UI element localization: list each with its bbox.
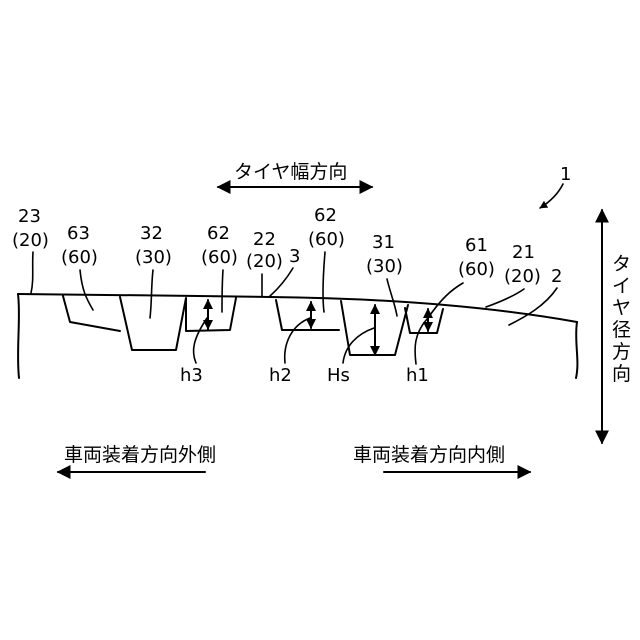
label-32: 32 [140,223,163,244]
label-63-ref: (60) [61,247,98,268]
svg-text:イ: イ [612,275,631,297]
label-23-ref: (20) [12,230,49,251]
chamfer-61 [405,308,443,333]
svg-text:タ: タ [612,253,631,275]
figure-pointer-arrow [540,184,563,208]
svg-text:方: 方 [612,341,631,363]
label-63: 63 [67,223,90,244]
chamfer-62-outer [186,298,236,331]
leader-21 [486,289,524,307]
tread-right-break-line [576,322,577,378]
label-23: 23 [18,206,41,227]
leader-63 [80,270,93,310]
label-62-inner: 62 [314,205,337,226]
svg-text:ヤ: ヤ [612,297,631,319]
label-32-ref: (30) [135,247,172,268]
label-31-ref: (30) [366,256,403,277]
label-31: 31 [372,232,395,253]
label-h3: h3 [180,365,203,386]
label-22: 22 [253,229,276,250]
main-groove-32 [120,297,186,350]
chamfer-63 [63,296,120,331]
label-hs: Hs [327,365,350,386]
chamfer-62-inner [276,300,339,330]
leader-31 [387,279,397,316]
vehicle-outer-side-label: 車両装着方向外側 [64,444,216,466]
leader-3 [270,268,293,296]
svg-text:径: 径 [612,319,631,341]
tire-width-direction-label: タイヤ幅方向 [234,161,347,183]
tire-radial-direction-label: タ イ ヤ 径 方 向 [612,253,631,385]
label-h1: h1 [406,365,429,386]
tread-surface-line [18,294,577,322]
label-62-inner-ref: (60) [308,229,345,250]
vehicle-inner-side-label: 車両装着方向内側 [353,444,505,466]
leader-h3 [194,318,207,363]
label-62-outer: 62 [207,223,230,244]
leader-62-inner [323,252,325,312]
tread-left-break-line [18,294,19,378]
label-2: 2 [551,266,562,287]
label-3: 3 [289,246,300,267]
figure-number: 1 [560,164,571,185]
leader-61 [428,283,463,318]
leader-h1 [415,319,427,364]
label-h2: h2 [269,365,292,386]
label-22-ref: (20) [246,251,283,272]
leader-62-outer [222,270,223,312]
label-61-ref: (60) [458,259,495,280]
label-61: 61 [465,235,488,256]
label-21: 21 [512,242,535,263]
leader-h2 [285,318,310,363]
label-21-ref: (20) [504,266,541,287]
svg-text:向: 向 [612,363,631,385]
label-62-outer-ref: (60) [201,247,238,268]
leader-32 [150,270,153,318]
leader-23 [31,252,33,293]
